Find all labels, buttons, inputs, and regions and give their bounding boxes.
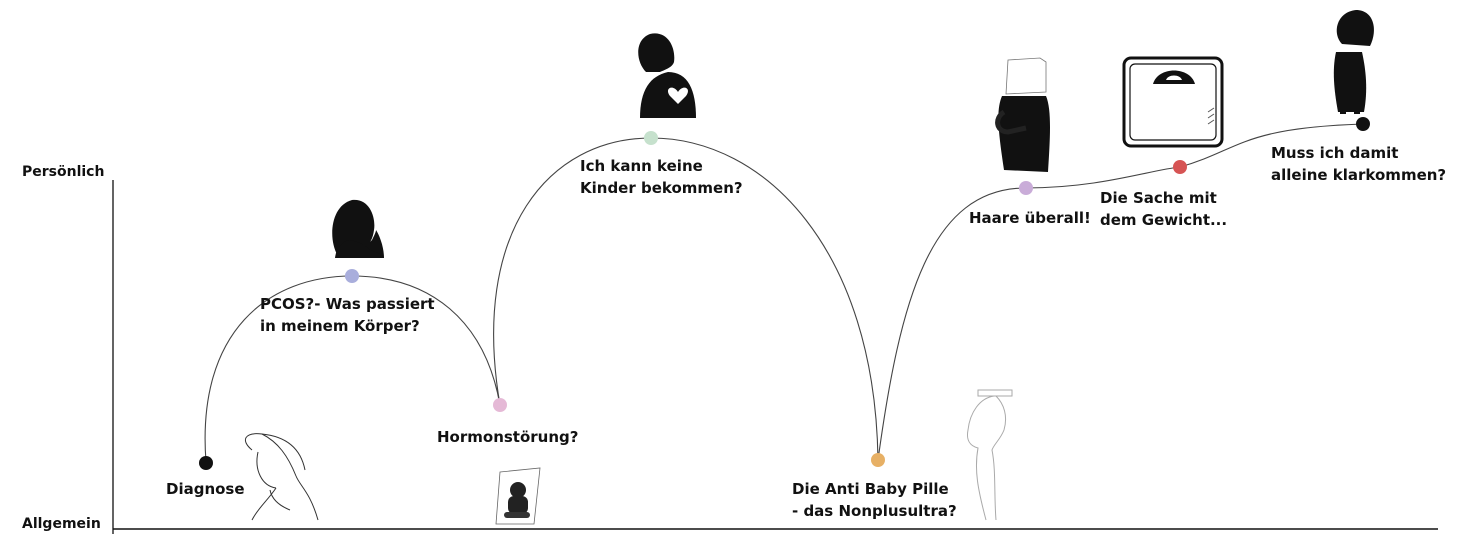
stage-label-line: Die Anti Baby Pille <box>792 480 949 498</box>
stage-label-gewicht: Die Sache mit dem Gewicht... <box>1100 187 1227 231</box>
stage-label-pcos: PCOS?- Was passiert in meinem Körper? <box>260 293 435 337</box>
standing-woman-black-icon <box>1333 10 1374 114</box>
stage-label-pille: Die Anti Baby Pille - das Nonplusultra? <box>792 478 957 522</box>
bag-head-figure-icon <box>995 57 1050 172</box>
woman-silhouette-icon <box>332 199 384 258</box>
stage-label-haare: Haare überall! <box>969 207 1091 229</box>
stage-label-line: Die Sache mit <box>1100 189 1217 207</box>
stage-label-line: Ich kann keine <box>580 157 703 175</box>
stage-label-line: Haare überall! <box>969 209 1091 227</box>
stage-label-line: in meinem Körper? <box>260 317 420 335</box>
axis-label-personal: Persönlich <box>22 164 105 180</box>
stage-label-alleine: Muss ich damit alleine klarkommen? <box>1271 142 1446 186</box>
stage-label-line: alleine klarkommen? <box>1271 166 1447 184</box>
stage-dot-pcos <box>345 269 359 283</box>
stage-dot-pille <box>871 453 885 467</box>
stage-dot-kinder <box>644 131 658 145</box>
stage-label-line: - das Nonplusultra? <box>792 502 957 520</box>
stage-dot-haare <box>1019 181 1033 195</box>
stage-dot-alleine <box>1356 117 1370 131</box>
stage-label-line: PCOS?- Was passiert <box>260 295 435 313</box>
stage-label-hormon: Hormonstörung? <box>437 426 578 448</box>
stage-label-line: Diagnose <box>166 480 245 498</box>
stage-label-line: Kinder bekommen? <box>580 179 743 197</box>
standing-woman-outline-icon <box>967 389 1013 521</box>
bathroom-scale-icon <box>1122 56 1224 148</box>
stage-label-kinder: Ich kann keine Kinder bekommen? <box>580 155 743 199</box>
axis-label-general: Allgemein <box>22 516 101 532</box>
stage-dot-hormon <box>493 398 507 412</box>
stage-label-line: Hormonstörung? <box>437 428 579 446</box>
woman-heart-icon <box>638 33 696 118</box>
stage-label-line: dem Gewicht... <box>1100 211 1228 229</box>
sitting-woman-icon <box>495 467 541 525</box>
stage-label-diagnose: Diagnose <box>166 478 245 500</box>
stage-dot-gewicht <box>1173 160 1187 174</box>
journey-curve <box>204 123 1364 463</box>
sketch-woman-icon <box>244 433 319 521</box>
stage-label-line: Muss ich damit <box>1271 144 1399 162</box>
stage-dot-diagnose <box>199 456 213 470</box>
